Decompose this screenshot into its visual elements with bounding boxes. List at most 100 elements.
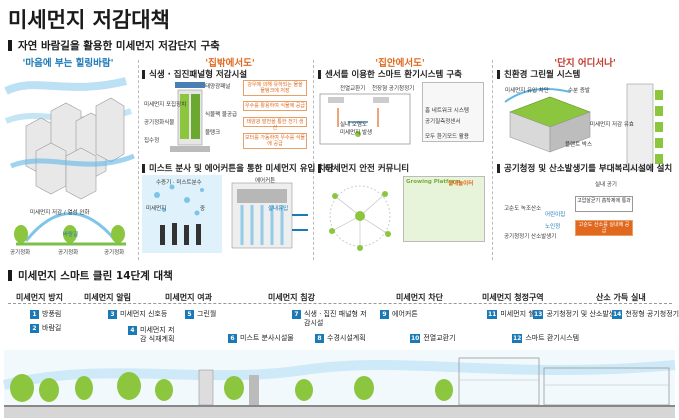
process-box: 강우에 의해 유하되는 물을 물탱크에 저장 bbox=[243, 80, 307, 96]
plant-box-label: 플랜트 박스 bbox=[565, 142, 593, 148]
step-text: 그린월 bbox=[197, 310, 217, 318]
page-title: 미세먼지 저감대책 bbox=[8, 8, 170, 32]
panel2-title: '집밖에서도' bbox=[205, 58, 255, 69]
step-number: 6 bbox=[228, 334, 237, 343]
step-text: 전열교환기 bbox=[423, 334, 456, 342]
streetscape-section-illustration bbox=[2, 350, 676, 418]
home-network-label: 홈 네트워크 시스템 bbox=[425, 108, 469, 114]
bullet bbox=[142, 69, 145, 79]
air-purify-label: 공기정화 bbox=[58, 250, 79, 256]
step-text: 수경시설계획 bbox=[327, 334, 366, 342]
step-number: 9 bbox=[380, 310, 389, 319]
indoor-playground-label: 실내놀이터 bbox=[448, 181, 474, 187]
greenwall-illustration bbox=[504, 88, 591, 153]
panel3-sub1: 센서를 이용한 스마트 환기시스템 구축 bbox=[318, 68, 462, 80]
column-divider bbox=[313, 60, 314, 260]
growing-platform-image bbox=[403, 176, 485, 242]
process-box: 태양광 발전을 통한 전기 생산 bbox=[243, 117, 307, 131]
step-text: 천정형 공기청정기 bbox=[625, 310, 679, 318]
bullet bbox=[497, 163, 500, 173]
daycare-label: 어린이집 bbox=[545, 212, 566, 218]
stage-label: 미세먼지 차단 bbox=[396, 293, 443, 302]
home-network-panel bbox=[422, 82, 484, 142]
process-box: 모터를 가동하여 우수를 식물에 공급 bbox=[243, 133, 307, 149]
step-number: 13 bbox=[533, 310, 544, 319]
panel-collector-illustration bbox=[170, 82, 210, 152]
step-number: 8 bbox=[315, 334, 324, 343]
panel2-sub2-text: 미스트 분사 및 에어커튼을 통한 미세먼지 유입 차단 bbox=[149, 164, 334, 174]
stage-label: 미세먼지 청정구역 bbox=[482, 293, 544, 302]
water-tank-label: 물탱크 bbox=[205, 130, 221, 136]
air-purify-label: 공기정화 bbox=[10, 250, 31, 256]
step-text: 미세먼지 저감 식재계획 bbox=[140, 326, 175, 343]
purifier-oxygen-label: 공기청정기 산소발생기 bbox=[504, 234, 557, 240]
stage-label: 미세먼지 알림 bbox=[84, 293, 131, 302]
step-text: 스마트 환기시스템 bbox=[525, 334, 580, 342]
section1-heading-text: 자연 바람길을 활용한 미세먼지 저감단지 구축 bbox=[18, 40, 220, 52]
heat-exchanger-label: 전열교환기 bbox=[340, 86, 366, 92]
process-box: 우수를 활용하여 식물에 공급 bbox=[243, 101, 307, 111]
dust-reduction-label: 미세먼지 저감 유효 bbox=[590, 122, 634, 128]
step-number: 14 bbox=[612, 310, 623, 319]
oxygen-label: 고순도 녹조산소 bbox=[504, 206, 542, 212]
indoor-inflow-label: 실내유입 bbox=[268, 206, 289, 212]
wind-corridor-illustration bbox=[4, 77, 135, 246]
panel4-title: '단지 어디서나' bbox=[554, 58, 616, 69]
step-number: 11 bbox=[487, 310, 498, 319]
stage-label: 미세먼지 침강 bbox=[268, 293, 315, 302]
step-number: 5 bbox=[185, 310, 194, 319]
step-text: 미세먼지 쉘터 bbox=[500, 310, 542, 318]
sterilizer-box: 고압살균기 흡착제에 통과 bbox=[575, 196, 633, 212]
community-network bbox=[329, 185, 391, 251]
evaporation-label: 수분 증발 bbox=[568, 88, 590, 94]
plant-water-label: 식물팩 물공급 bbox=[205, 112, 238, 118]
oxygen-supply-box: 고순도 산소를 실내에 공급 bbox=[575, 220, 633, 236]
column-divider bbox=[492, 60, 493, 260]
solar-panel-label: 태양광패널 bbox=[205, 84, 231, 90]
stage-divider-line bbox=[8, 303, 672, 304]
section1-heading: 자연 바람길을 활용한 미세먼지 저감단지 구축 bbox=[8, 38, 220, 53]
dust-occurrence-label: 미세먼지 발생 bbox=[340, 130, 373, 136]
panel1-title: '마음에 부는 힐링바람' bbox=[22, 58, 114, 69]
panel2-sub2: 미스트 분사 및 에어커튼을 통한 미세먼지 유입 차단 bbox=[142, 162, 334, 174]
stage-label: 산소 가득 실내 bbox=[596, 293, 646, 302]
step-text: 방풍림 bbox=[42, 310, 62, 318]
step-number: 7 bbox=[292, 310, 301, 319]
panel3-sub1-text: 센서를 이용한 스마트 환기시스템 구축 bbox=[325, 70, 462, 80]
section2-heading: 미세먼지 스마트 클린 14단계 대책 bbox=[8, 268, 173, 283]
vent-mode-label: 모두 환기모드 활용 bbox=[425, 134, 469, 140]
step-number: 4 bbox=[128, 326, 137, 335]
bullet bbox=[497, 69, 500, 79]
section2-heading-text: 미세먼지 스마트 클린 14단계 대책 bbox=[18, 270, 173, 282]
ventilation-diagram bbox=[319, 93, 411, 145]
bullet bbox=[318, 69, 321, 79]
panel2-sub1-text: 식생 · 집진패널형 저감시설 bbox=[149, 70, 248, 80]
dust-block-label: 미세먼지 유입 차단 bbox=[505, 88, 549, 94]
ceiling-purifier-label: 천장형 공기청정기 bbox=[372, 86, 415, 92]
heading-bar bbox=[8, 270, 12, 281]
panel3-sub2: 미세먼지 안전 커뮤니티 bbox=[318, 162, 409, 174]
step-text: 에어커튼 bbox=[392, 310, 418, 318]
step-text: 미스트 분사시설물 bbox=[240, 334, 294, 342]
panel4-sub2: 공기청정 및 산소발생기를 부대복리시설에 설치 bbox=[497, 162, 672, 174]
bullet bbox=[318, 163, 321, 173]
panel4-sub1-text: 친환경 그린월 시스템 bbox=[504, 70, 581, 80]
greenwall-building bbox=[626, 83, 663, 171]
step-number: 10 bbox=[410, 334, 421, 343]
stage-label: 미세먼지 여과 bbox=[165, 293, 212, 302]
step-text: 미세먼지 신호등 bbox=[120, 310, 168, 318]
sump-label: 집수정 bbox=[144, 138, 160, 144]
step-text: 바람길 bbox=[42, 324, 62, 332]
panel4-sub2-text: 공기청정 및 산소발생기를 부대복리시설에 설치 bbox=[504, 164, 673, 174]
